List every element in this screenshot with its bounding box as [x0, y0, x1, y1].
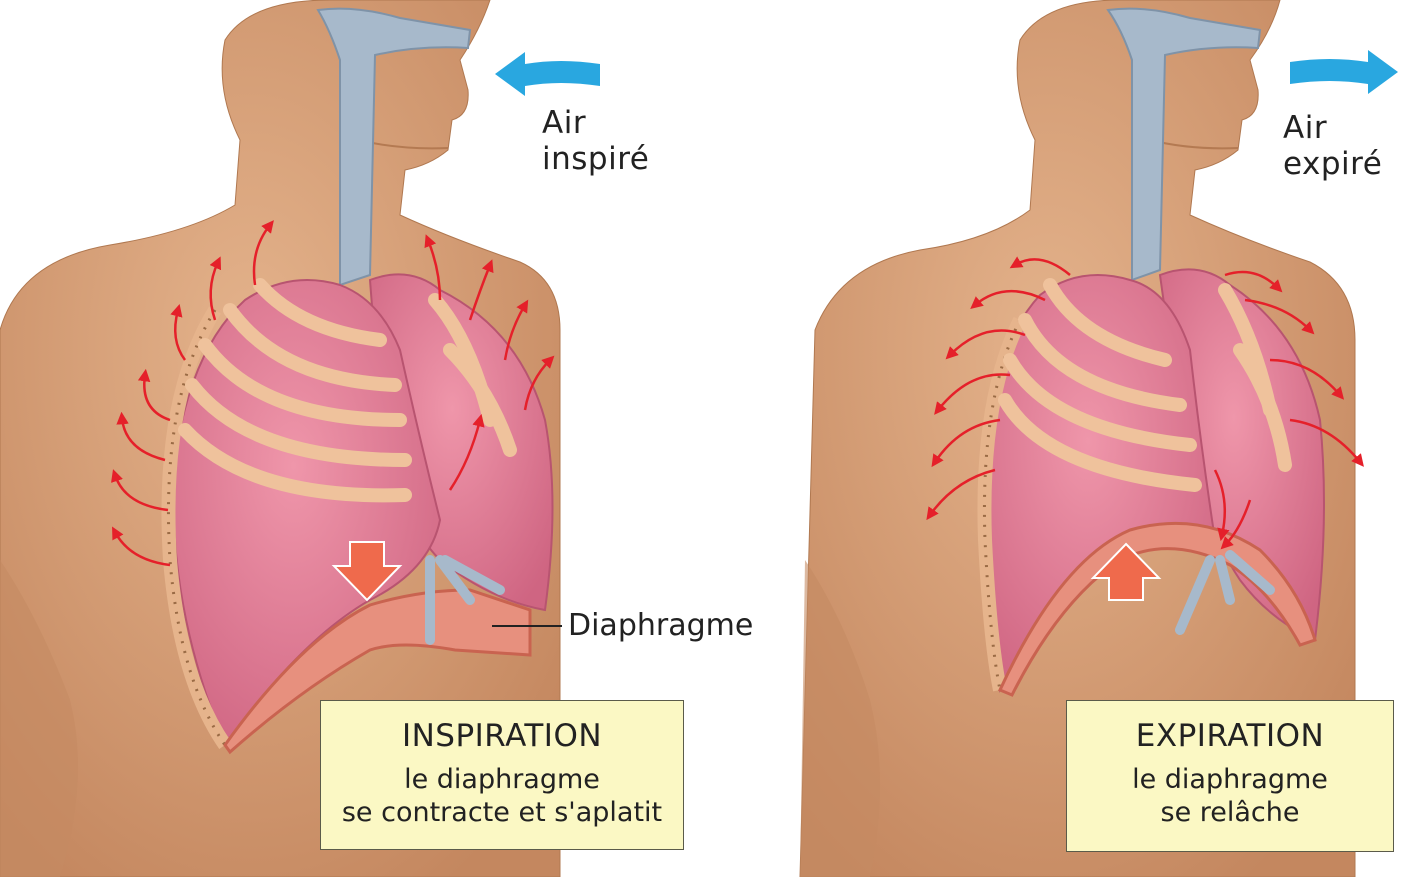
air-inspire-line1: Air [542, 105, 649, 141]
air-in-arrow [495, 52, 600, 96]
air-out-arrow [1290, 50, 1398, 94]
air-expire-line2: expiré [1283, 146, 1382, 182]
air-expire-label: Air expiré [1283, 110, 1382, 182]
air-inspire-label: Air inspiré [542, 105, 649, 177]
inspiration-desc-line2: se contracte et s'aplatit [321, 796, 683, 829]
expiration-desc-line2: se relâche [1067, 796, 1393, 829]
inspiration-caption-box: INSPIRATION le diaphragme se contracte e… [320, 700, 684, 850]
air-inspire-line2: inspiré [542, 141, 649, 177]
expiration-caption-box: EXPIRATION le diaphragme se relâche [1066, 700, 1394, 852]
expiration-desc-line1: le diaphragme [1067, 763, 1393, 796]
inspiration-title: INSPIRATION [321, 717, 683, 755]
air-expire-line1: Air [1283, 110, 1382, 146]
expiration-title: EXPIRATION [1067, 717, 1393, 755]
inspiration-desc-line1: le diaphragme [321, 763, 683, 796]
diaphragm-label: Diaphragme [568, 609, 753, 643]
